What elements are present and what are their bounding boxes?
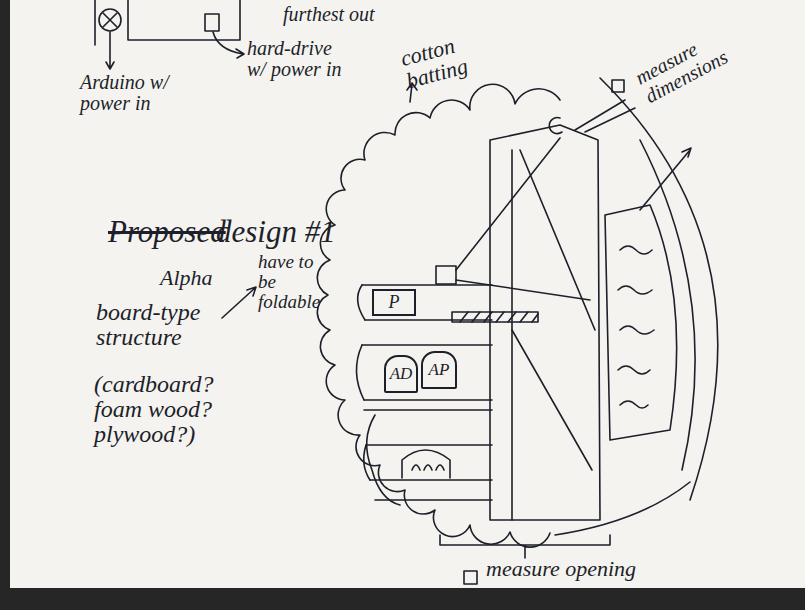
component-box: AP bbox=[421, 351, 457, 389]
handwritten-note: Alpha bbox=[160, 266, 230, 289]
handwritten-note: (cardboard? foam wood? plywood?) bbox=[94, 372, 224, 448]
handwritten-note: hard-drive w/ power in bbox=[247, 38, 347, 80]
component-letter: AD bbox=[390, 364, 413, 384]
handwritten-note: measure dimensions bbox=[632, 14, 758, 107]
handwritten-note: measure opening bbox=[486, 557, 656, 580]
component-box: AD bbox=[384, 355, 418, 393]
component-box: P bbox=[372, 289, 416, 316]
handwritten-note: furthest out bbox=[283, 4, 413, 25]
component-letter: P bbox=[389, 292, 400, 313]
handwritten-note: have to be foldable bbox=[258, 252, 330, 312]
component-letter: AP bbox=[429, 360, 450, 380]
handwritten-note: design #1 bbox=[216, 216, 346, 249]
handwritten-note: cotton batting bbox=[398, 17, 526, 93]
handwritten-note: board-type structure bbox=[96, 300, 220, 350]
handwritten-note: Proposed bbox=[108, 216, 218, 249]
handwritten-note: Arduino w/ power in bbox=[80, 72, 180, 114]
